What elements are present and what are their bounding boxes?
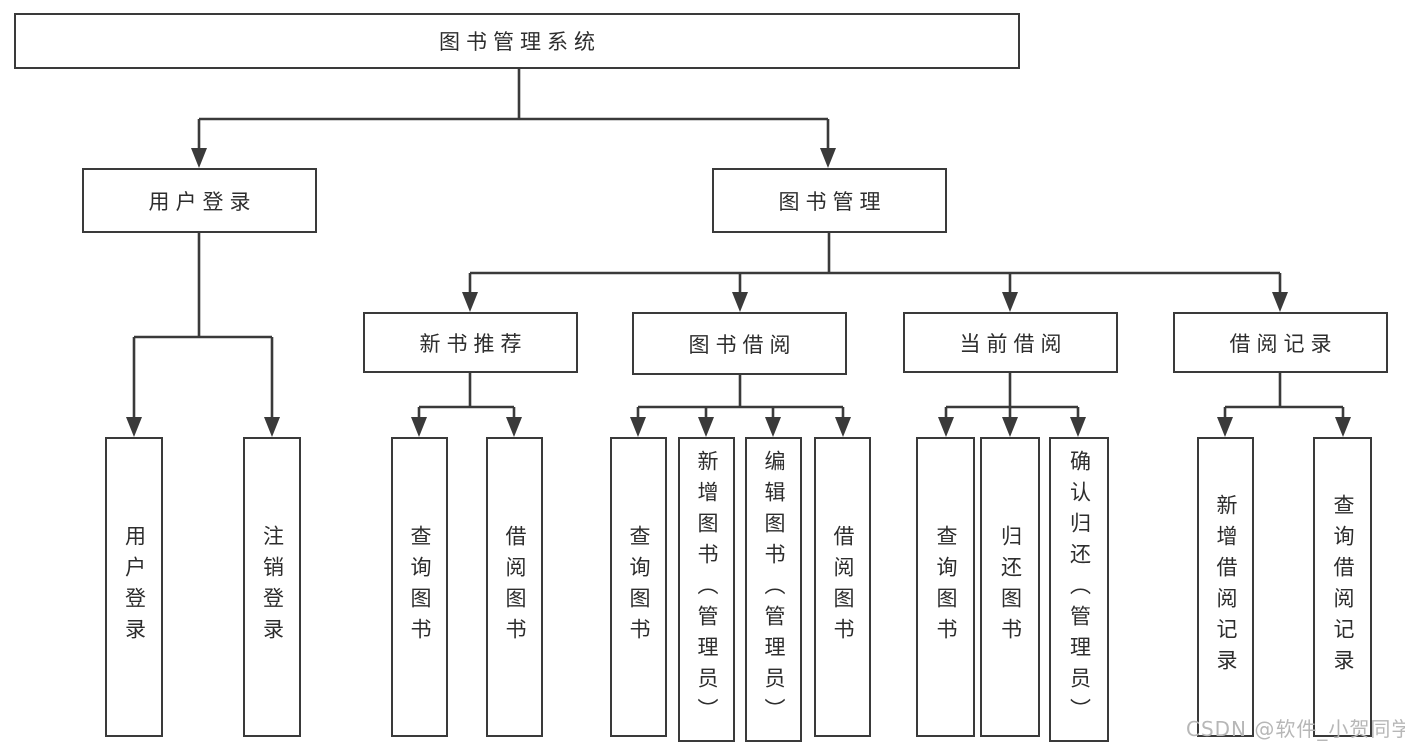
connector-root-to-level2 [191, 68, 836, 168]
connector-book-borrow-branch [630, 372, 851, 437]
leaf-borrow-books-recommend-label: 借阅图书 [503, 525, 527, 649]
leaf-query-books-borrow: 查询图书 [610, 437, 667, 737]
leaf-query-borrow-record: 查询借阅记录 [1313, 437, 1372, 737]
leaf-query-books-borrow-label: 查询图书 [627, 525, 651, 649]
leaf-confirm-return-admin: 确认归还（管理员） [1049, 437, 1109, 742]
connector-user-login-branch [126, 233, 280, 437]
leaf-add-book-admin-label: 新增图书（管理员） [695, 450, 719, 729]
leaf-query-books-current: 查询图书 [916, 437, 975, 737]
leaf-edit-book-admin: 编辑图书（管理员） [745, 437, 802, 742]
node-new-book-recommend: 新书推荐 [363, 312, 578, 373]
leaf-edit-book-admin-label: 编辑图书（管理员） [762, 450, 786, 729]
node-book-management: 图书管理 [712, 168, 947, 233]
leaf-user-login: 用户登录 [105, 437, 163, 737]
leaf-add-book-admin: 新增图书（管理员） [678, 437, 735, 742]
node-root: 图书管理系统 [14, 13, 1020, 69]
leaf-return-book-label: 归还图书 [998, 525, 1023, 649]
leaf-query-books-recommend: 查询图书 [391, 437, 448, 737]
leaf-borrow-books-recommend: 借阅图书 [486, 437, 543, 737]
node-book-borrow: 图书借阅 [632, 312, 847, 375]
connector-new-book-recommend-branch [411, 372, 522, 437]
leaf-query-borrow-record-label: 查询借阅记录 [1331, 494, 1355, 680]
connector-book-management-branch [462, 233, 1288, 312]
leaf-add-borrow-record-label: 新增借阅记录 [1214, 494, 1238, 680]
connector-borrow-record-branch [1217, 372, 1351, 437]
leaf-query-books-recommend-label: 查询图书 [408, 525, 432, 649]
leaf-query-books-current-label: 查询图书 [934, 525, 958, 649]
node-current-borrow: 当前借阅 [903, 312, 1118, 373]
leaf-borrow-books: 借阅图书 [814, 437, 871, 737]
leaf-logout-label: 注销登录 [260, 525, 285, 649]
leaf-user-login-label: 用户登录 [122, 525, 147, 649]
leaf-add-borrow-record: 新增借阅记录 [1197, 437, 1254, 737]
leaf-borrow-books-label: 借阅图书 [831, 525, 855, 649]
csdn-watermark: CSDN @软件_小贺同学 [1186, 717, 1405, 741]
leaf-return-book: 归还图书 [980, 437, 1040, 737]
connector-current-borrow-branch [938, 372, 1086, 437]
leaf-confirm-return-admin-label: 确认归还（管理员） [1067, 450, 1092, 729]
node-user-login: 用户登录 [82, 168, 317, 233]
node-borrow-records: 借阅记录 [1173, 312, 1388, 373]
leaf-logout: 注销登录 [243, 437, 301, 737]
